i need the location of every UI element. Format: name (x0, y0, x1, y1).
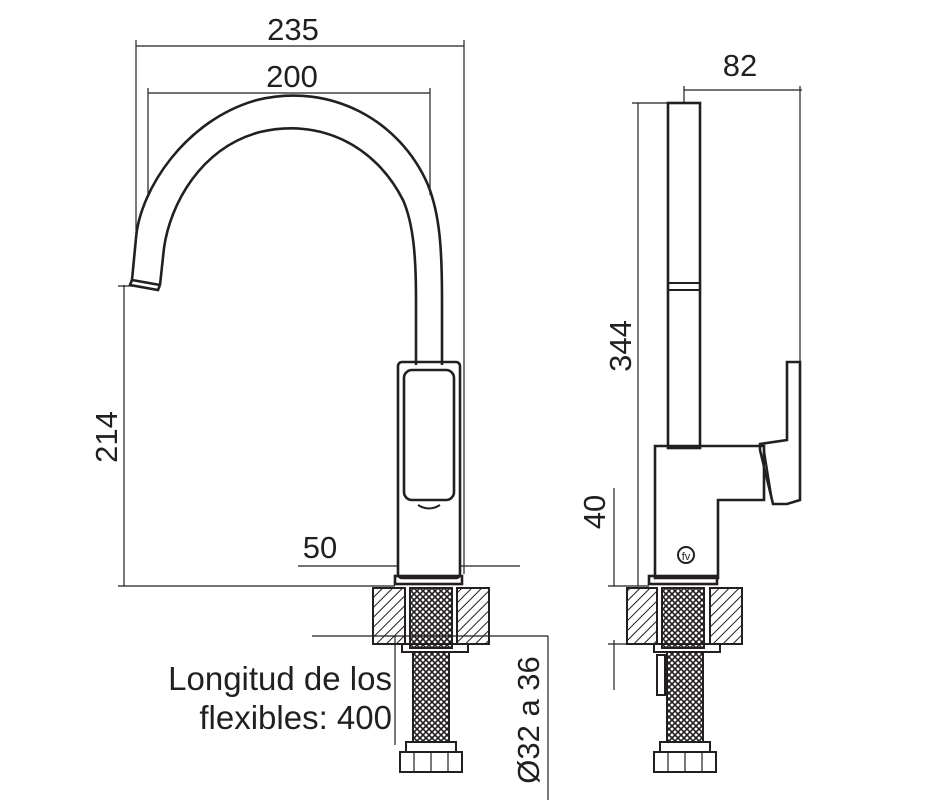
base-plate (393, 574, 464, 586)
side-body (653, 444, 766, 580)
countertop-left (372, 587, 406, 645)
front-dimension-lines (118, 40, 549, 800)
side-dimension-lines (608, 86, 802, 690)
dim-overall-width: 235 (267, 12, 319, 47)
dim-side-depth: 82 (723, 48, 757, 83)
side-lever (758, 360, 802, 506)
dim-spout-height: 214 (89, 411, 124, 463)
spout-column (666, 101, 702, 450)
side-view: fv (626, 101, 802, 773)
side-countertop-right (709, 587, 743, 645)
threaded-stud (409, 587, 453, 649)
handle-lever (402, 368, 456, 502)
brand-logo-text: fv (682, 551, 691, 563)
dim-total-height: 344 (603, 320, 638, 372)
side-flexible-hose (666, 651, 704, 743)
front-view (128, 94, 490, 773)
dim-base-height: 40 (577, 495, 612, 529)
countertop-right (456, 587, 490, 645)
side-threaded-stud (661, 587, 705, 649)
side-countertop-left (626, 587, 658, 645)
spout-outline (130, 94, 444, 365)
side-base-plate (647, 574, 719, 586)
dim-hole-diameter: Ø32 a 36 (511, 656, 546, 784)
note-hose-length-line1: Longitud de los (168, 660, 392, 697)
note-hose-length-line2: flexibles: 400 (199, 699, 392, 736)
dim-spout-reach: 200 (266, 59, 318, 94)
dim-base-diameter: 50 (303, 530, 337, 565)
brand-logo-mark (677, 546, 695, 564)
flexible-hose (412, 651, 450, 743)
faucet-body (396, 360, 462, 580)
